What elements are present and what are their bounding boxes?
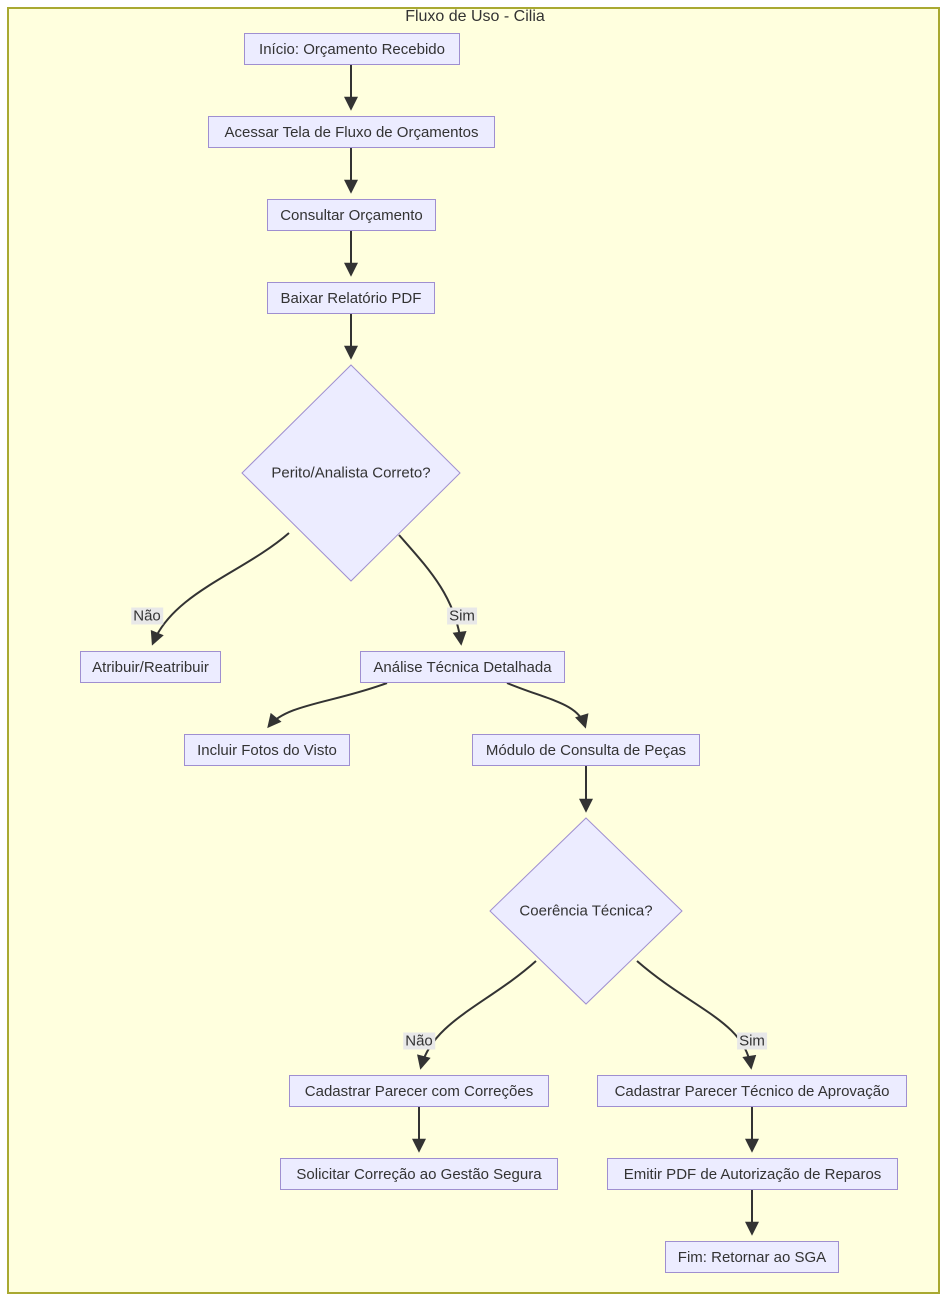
node-perito-correto-label: Perito/Analista Correto? xyxy=(271,464,431,482)
node-atribuir: Atribuir/Reatribuir xyxy=(80,651,221,683)
node-cad-correcoes: Cadastrar Parecer com Correções xyxy=(289,1075,549,1107)
node-coerencia-label: Coerência Técnica? xyxy=(519,902,653,920)
node-solicitar: Solicitar Correção ao Gestão Segura xyxy=(280,1158,558,1190)
node-cad-aprovacao: Cadastrar Parecer Técnico de Aprovação xyxy=(597,1075,907,1107)
node-perito-correto-shape xyxy=(241,364,461,582)
edge-label-nao-perito: Não xyxy=(131,607,163,625)
node-modulo: Módulo de Consulta de Peças xyxy=(472,734,700,766)
edge-perito-analise xyxy=(398,534,467,646)
edge-analise-modulo xyxy=(506,682,589,729)
node-baixar: Baixar Relatório PDF xyxy=(267,282,435,314)
node-analise: Análise Técnica Detalhada xyxy=(360,651,565,683)
node-emitir: Emitir PDF de Autorização de Reparos xyxy=(607,1158,898,1190)
edge-perito-atribuir xyxy=(150,532,290,646)
node-acessar: Acessar Tela de Fluxo de Orçamentos xyxy=(208,116,495,148)
edge-label-nao-coerencia: Não xyxy=(403,1032,435,1050)
edge-label-sim-perito: Sim xyxy=(447,607,477,625)
edge-coerencia-correcoes xyxy=(417,960,537,1070)
node-fim: Fim: Retornar ao SGA xyxy=(665,1241,839,1273)
node-inicio: Início: Orçamento Recebido xyxy=(244,33,460,65)
node-consultar: Consultar Orçamento xyxy=(267,199,436,231)
diagram-title: Fluxo de Uso - Cilia xyxy=(405,8,545,25)
node-coerencia-shape xyxy=(489,817,683,1005)
edge-analise-fotos xyxy=(267,682,388,729)
edge-label-sim-coerencia: Sim xyxy=(737,1032,767,1050)
node-fotos: Incluir Fotos do Visto xyxy=(184,734,350,766)
edge-coerencia-aprovacao xyxy=(636,960,757,1070)
